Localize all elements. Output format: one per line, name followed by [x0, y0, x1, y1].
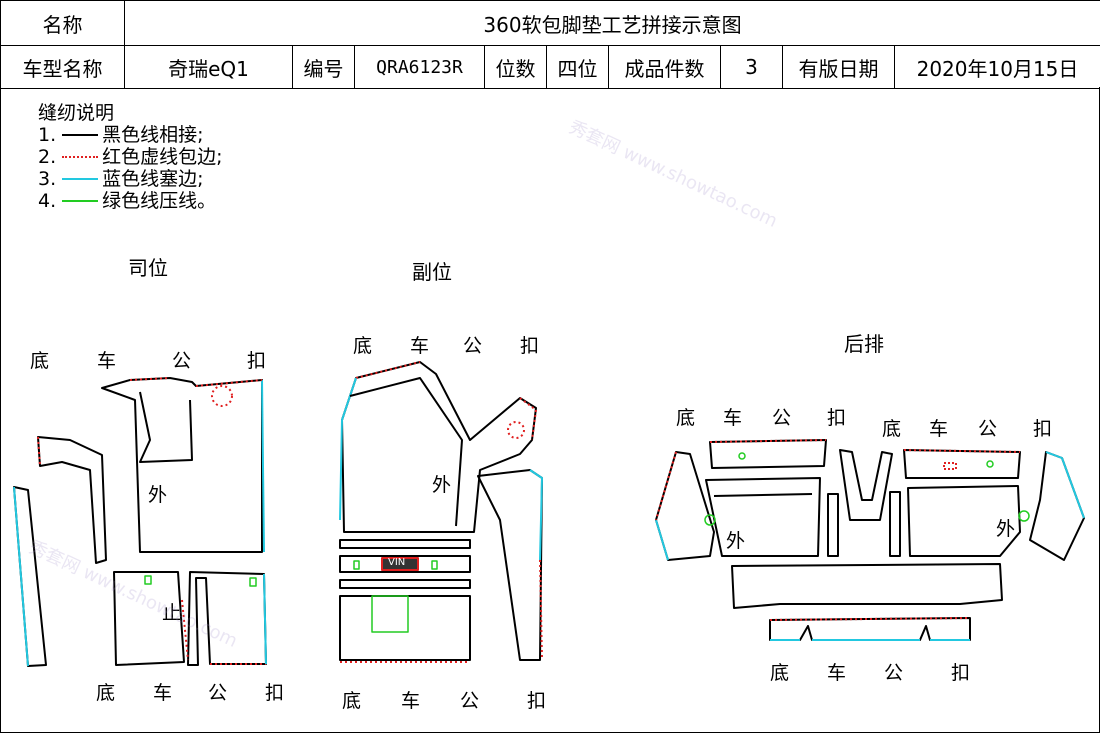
driver-stop-label: 止	[162, 602, 182, 624]
rear-green-dot-right	[986, 460, 994, 468]
fastener-label-passenger-bottom: 底车公扣	[342, 690, 547, 712]
passenger-right-strip-red	[539, 559, 543, 661]
rear-green-circle-left	[704, 514, 716, 526]
vin-label: VIN	[388, 557, 406, 568]
fastener-label-driver-bottom: 底车公扣	[96, 682, 285, 704]
rear-left-side-cyan	[655, 519, 669, 561]
driver-outer-strip-cyan-edge	[13, 486, 29, 667]
passenger-left-cyan-edge	[339, 377, 357, 521]
driver-main-piece	[101, 377, 263, 553]
rear-red-mark	[943, 462, 957, 470]
driver-side-piece	[37, 436, 107, 564]
driver-main-cyan-edge	[261, 379, 265, 553]
driver-bottom-left-piece	[113, 571, 185, 666]
fastener-label-rear-bottom: 底车公扣	[770, 662, 971, 684]
legend-title: 缝纫说明	[38, 102, 115, 124]
passenger-band-2	[339, 555, 471, 573]
section-passenger: 副位	[412, 260, 452, 284]
pieces-value: 3	[720, 45, 783, 89]
rear-long-bottom-piece	[731, 563, 1003, 609]
code-value: QRA6123R	[354, 45, 485, 89]
legend-item: 1. 黑色线相接;	[38, 124, 204, 146]
passenger-green-mark	[353, 560, 360, 570]
cyan-line-swatch	[62, 178, 99, 180]
passenger-lower-piece	[339, 595, 471, 661]
section-rear: 后排	[844, 332, 884, 356]
rear-strip-red	[769, 617, 971, 621]
rear-right-side-piece	[1029, 451, 1085, 561]
date-value: 2020年10月15日	[893, 45, 1100, 89]
fastener-label-rear-left: 底车公扣	[676, 407, 847, 429]
green-line-swatch	[62, 200, 99, 202]
rear-left-outer-label: 外	[726, 530, 746, 552]
passenger-green-box	[371, 595, 409, 633]
passenger-right-strip	[477, 469, 543, 661]
passenger-outer-label: 外	[432, 474, 452, 496]
legend-item: 4. 绿色线压线。	[38, 190, 217, 212]
rear-left-side-red	[655, 451, 677, 521]
rear-right-outer-label: 外	[996, 518, 1016, 540]
rear-right-main-piece	[907, 485, 1021, 557]
passenger-green-mark-2	[431, 560, 438, 570]
black-line-swatch	[62, 134, 99, 136]
passenger-band-1	[339, 539, 471, 549]
passenger-red-circle	[507, 421, 525, 439]
fastener-label-rear-right: 底车公扣	[882, 418, 1053, 440]
driver-outer-strip	[13, 486, 47, 667]
pieces-label: 成品件数	[608, 45, 721, 89]
position-label: 位数	[484, 45, 547, 89]
passenger-right-red-edge	[519, 397, 537, 441]
name-label: 名称	[0, 0, 125, 46]
driver-green-mark-2	[249, 577, 257, 587]
rear-center-tunnel	[839, 449, 893, 521]
legend-item: 2. 红色虚线包边;	[38, 146, 223, 168]
legend-item: 3. 蓝色线塞边;	[38, 168, 204, 190]
driver-red-circle	[211, 385, 233, 407]
driver-top-red-edge-2	[195, 379, 263, 387]
rear-top-right-piece	[903, 449, 1021, 479]
header-table: 名称 360软包脚垫工艺拼接示意图 车型名称 奇瑞eQ1 编号 QRA6123R…	[0, 0, 1100, 89]
driver-outer-label: 外	[148, 484, 168, 506]
code-label: 编号	[292, 45, 355, 89]
driver-inner-seam	[139, 391, 193, 463]
sewing-legend: 缝纫说明 1. 黑色线相接; 2. 红色虚线包边; 3. 蓝色线塞边; 4. 绿…	[38, 102, 223, 212]
driver-bottom-cyan-edge	[263, 573, 267, 665]
rear-top-left-red	[709, 439, 827, 443]
passenger-top-red-edge	[355, 361, 421, 379]
date-label: 有版日期	[782, 45, 895, 89]
rear-center-strip-right	[889, 491, 901, 557]
fastener-label-passenger-top: 底车公扣	[353, 335, 540, 357]
vin-badge	[381, 557, 419, 571]
passenger-inner-seam	[349, 377, 463, 527]
rear-strip-piece	[769, 617, 971, 641]
model-label: 车型名称	[0, 45, 125, 89]
section-driver: 司位	[128, 256, 168, 280]
red-dotted-swatch	[62, 156, 99, 158]
passenger-right-strip-cyan	[529, 469, 543, 561]
rear-right-side-cyan	[1045, 451, 1085, 519]
rear-left-side-piece	[655, 451, 715, 561]
rear-left-main-piece	[705, 477, 821, 557]
rear-top-left-piece	[709, 439, 827, 469]
rear-left-main-seam	[713, 493, 813, 497]
driver-top-red-edge	[129, 377, 171, 381]
passenger-band-3	[339, 579, 471, 589]
model-value: 奇瑞eQ1	[124, 45, 293, 89]
rear-top-right-red	[903, 449, 1021, 453]
diagram-title: 360软包脚垫工艺拼接示意图	[123, 0, 1100, 46]
driver-bottom-red-edge-2	[181, 599, 189, 661]
passenger-main-piece	[341, 361, 537, 533]
rear-green-dot	[738, 452, 746, 460]
rear-green-circle-right	[1018, 510, 1030, 522]
fastener-label-driver-top: 底车公扣	[30, 350, 267, 372]
rear-center-strip-left	[827, 493, 839, 557]
driver-green-mark	[144, 575, 152, 585]
